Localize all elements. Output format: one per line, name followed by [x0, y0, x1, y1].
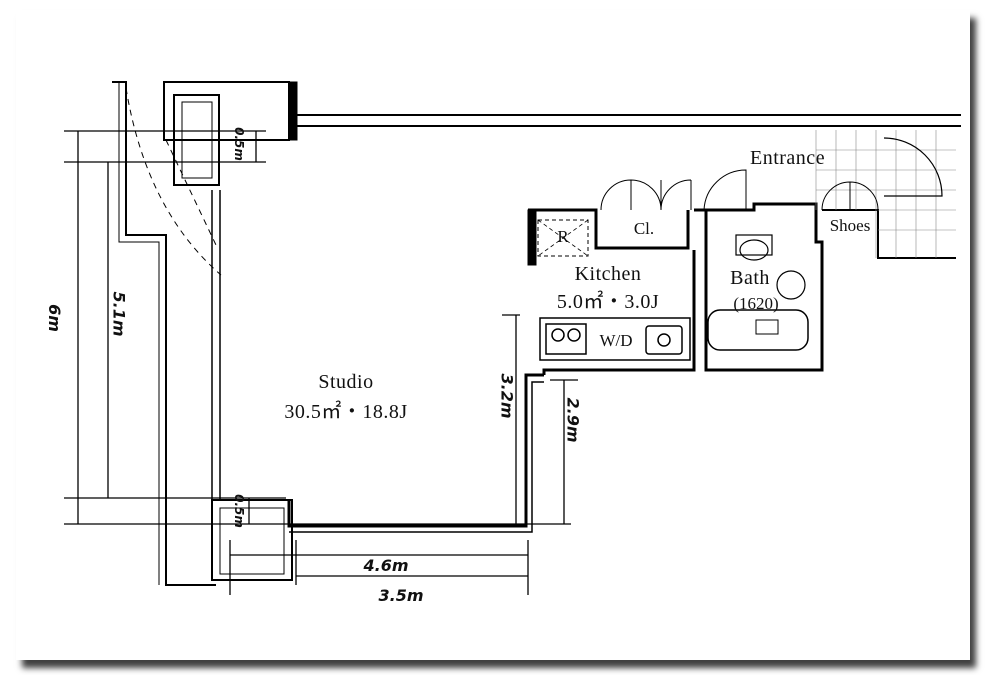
shoes-label: Shoes [829, 216, 871, 235]
lower-balcony-inner [219, 507, 285, 575]
kitchen-label: Kitchen [574, 263, 642, 285]
balcony-outline [112, 81, 216, 586]
shoes-cabinet-doors [821, 181, 879, 211]
entrance-label: Entrance [750, 147, 826, 169]
kitchen-partition [542, 250, 696, 375]
kitchen-left-wall [527, 209, 537, 266]
dim-studio-depth: 5.1m [109, 291, 129, 337]
bath-door-arc [703, 169, 747, 211]
floor-plan-drawing [64, 81, 961, 595]
upper-storage-inner [181, 101, 213, 179]
bath-note: (1620) [733, 294, 779, 313]
toilet-tank [735, 234, 773, 256]
entrance-tile-grid [815, 130, 956, 258]
dim-bath-wall: 2.9m [563, 397, 583, 443]
upper-balcony-fill [288, 81, 298, 141]
refrigerator-label: R [557, 227, 569, 246]
upper-storage [173, 94, 220, 186]
dim-total-depth: 6m [44, 304, 64, 332]
closet-label: Cl. [633, 219, 655, 238]
fridge-cross-2 [537, 219, 589, 257]
dim-balcony-top: 0.5m [231, 127, 246, 161]
studio-label: Studio [318, 371, 374, 393]
dimension-lines [64, 130, 578, 595]
sink-drain [657, 333, 671, 347]
studio-bottom-wall [287, 373, 544, 528]
entrance-door-arc [883, 137, 943, 197]
bath-outline [694, 202, 824, 372]
closet-door-arcs [600, 179, 692, 211]
dim-width-lower: 3.5m [378, 586, 424, 605]
lower-balcony-box [211, 499, 293, 581]
toilet-bowl [739, 239, 769, 261]
bathtub [707, 309, 809, 351]
washbasin [776, 270, 806, 300]
fridge-box [537, 219, 589, 257]
dim-kitchen-wall: 3.2m [497, 373, 517, 419]
bathtub-drain [755, 319, 779, 335]
sink [645, 325, 683, 355]
bath-label: Bath [730, 267, 770, 289]
kitchen-top-wall [528, 208, 690, 250]
balcony-dashed-arc [125, 87, 222, 276]
balcony-dashed-line [165, 139, 217, 246]
studio-bottom-wall-inner [289, 381, 544, 533]
burner-1 [551, 328, 565, 342]
stove [545, 323, 587, 355]
dim-width-upper: 4.6m [363, 556, 409, 575]
washer-dryer-label: W/D [599, 331, 633, 350]
kitchen-area: 5.0㎡・3.0J [556, 291, 660, 313]
dim-balcony-bottom: 0.5m [231, 494, 246, 528]
counter [539, 317, 691, 361]
studio-area: 30.5㎡・18.8J [284, 401, 408, 423]
burner-2 [567, 328, 581, 342]
floor-plan-sheet: Studio 30.5㎡・18.8J Kitchen 5.0㎡・3.0J Bat… [16, 10, 970, 660]
